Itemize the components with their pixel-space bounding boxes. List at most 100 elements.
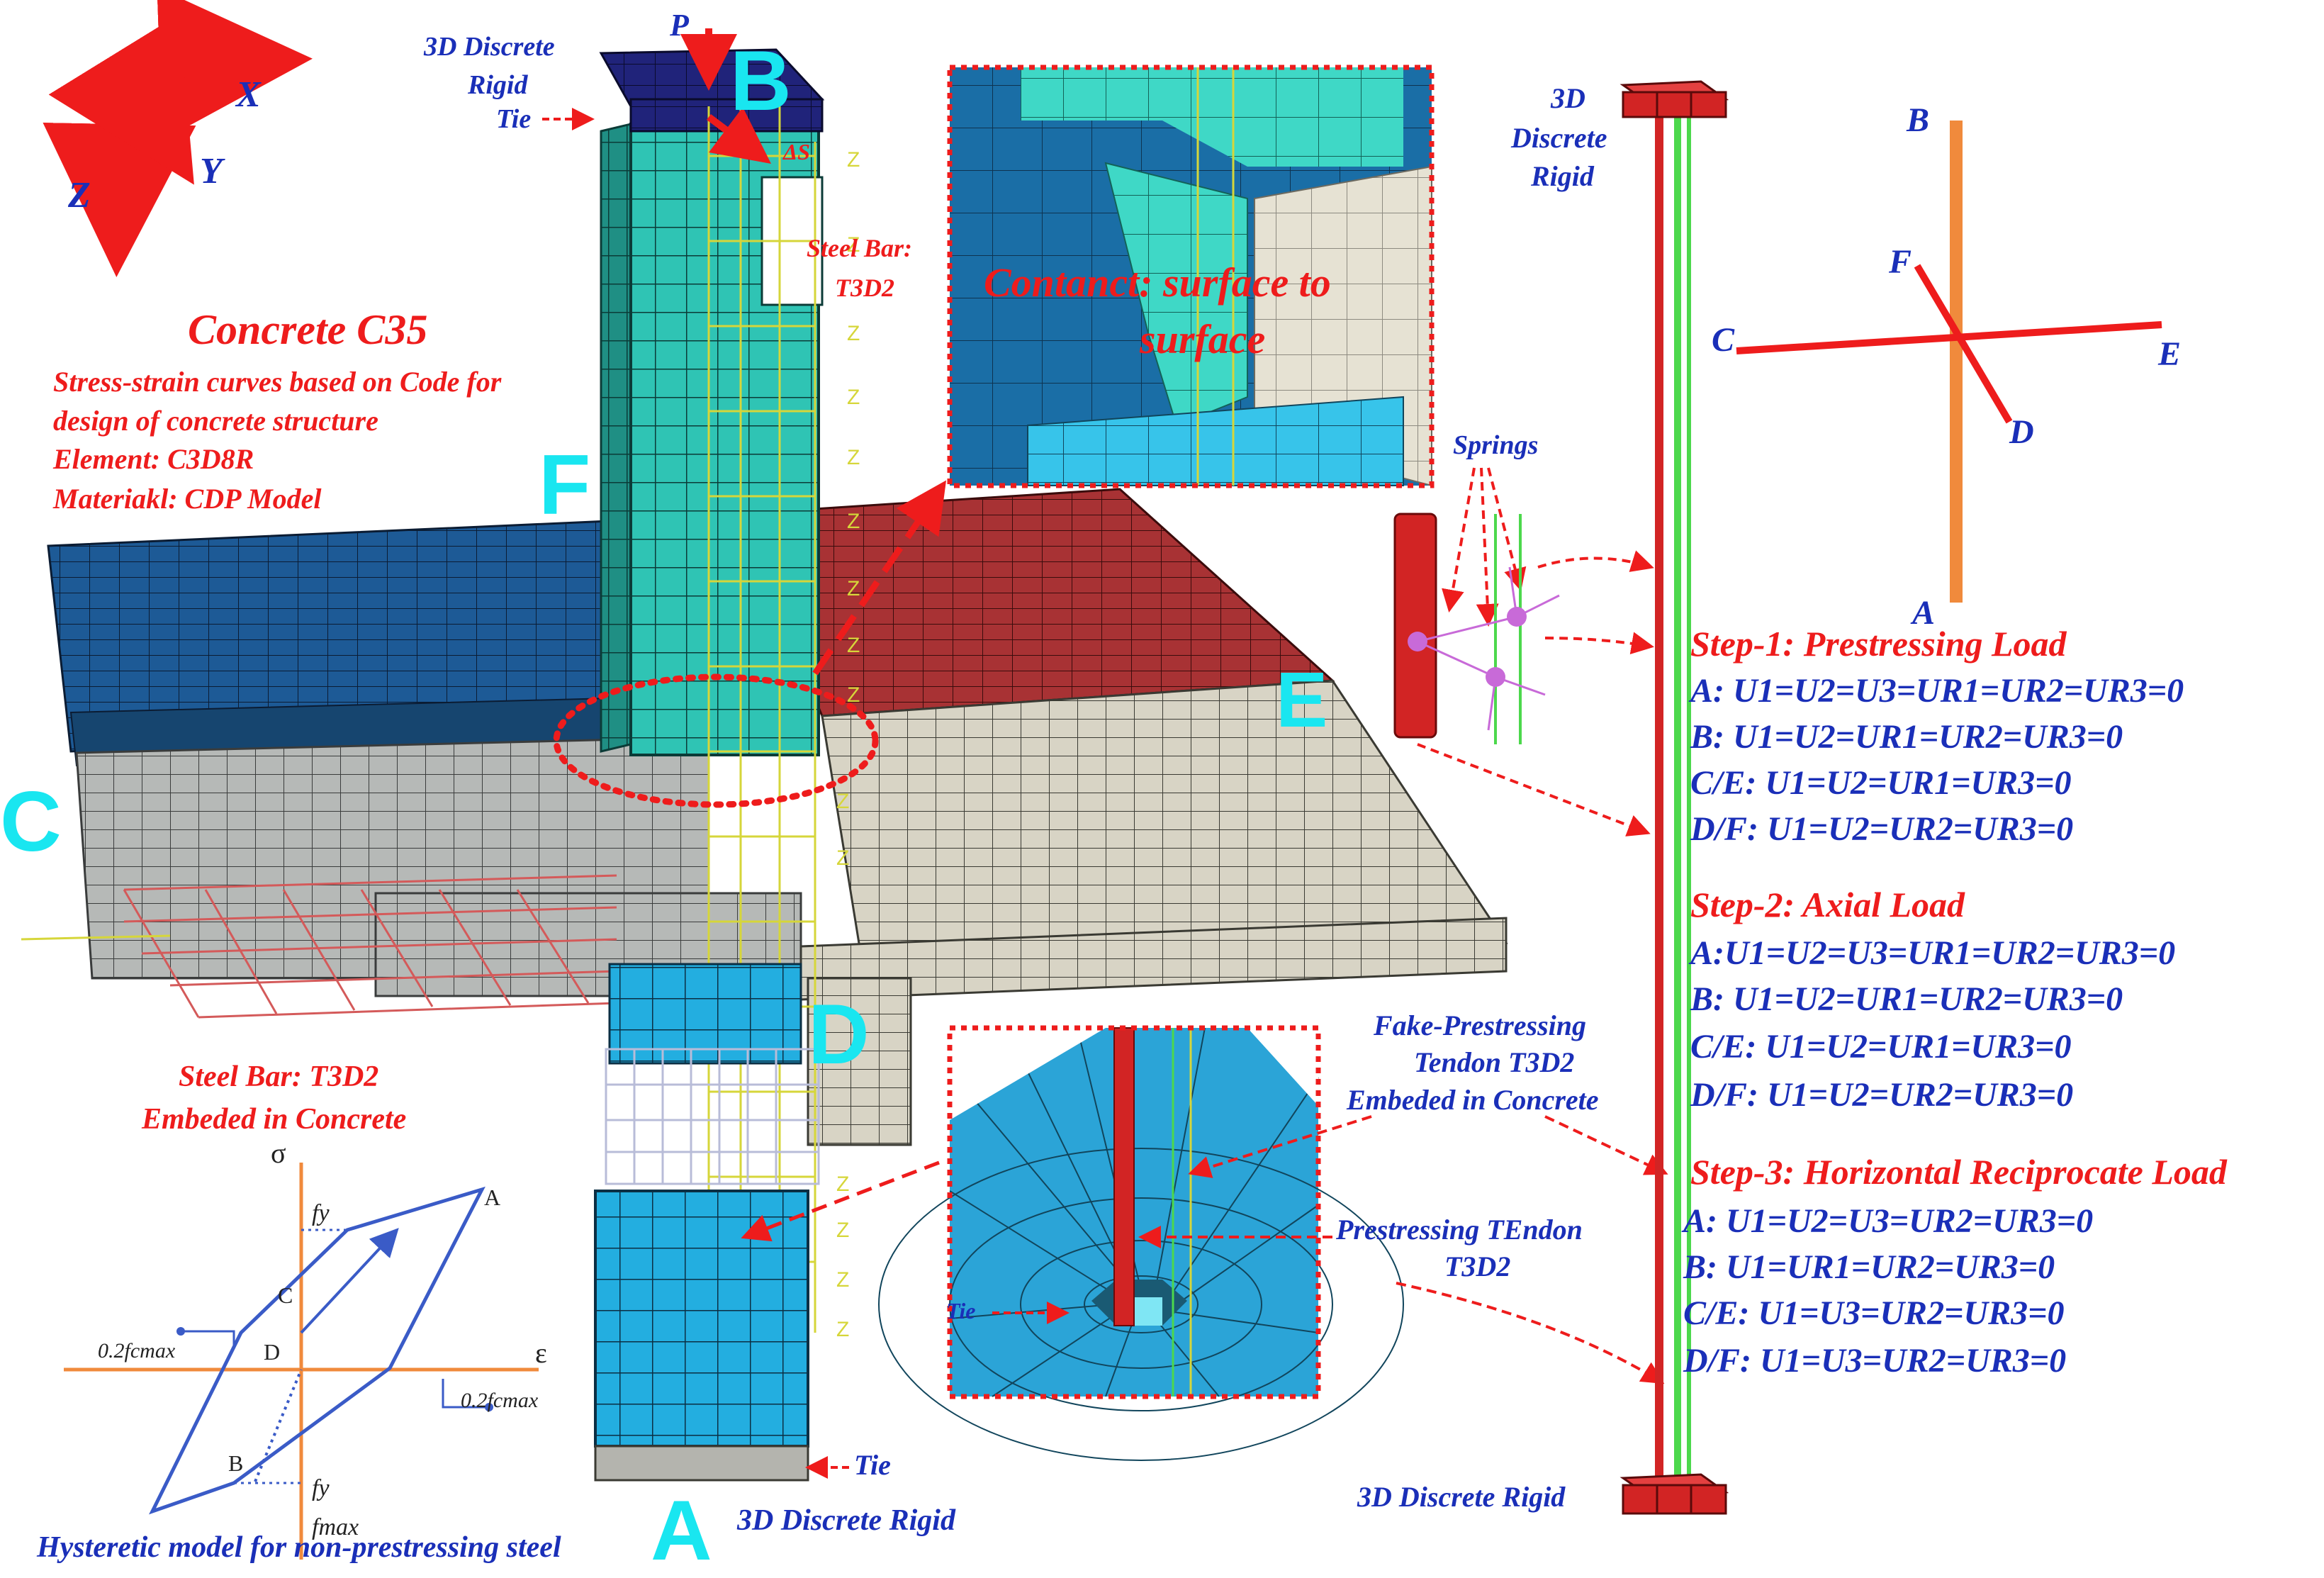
sigma-label: σ <box>271 1137 286 1169</box>
load-delta-label: ΔS <box>782 139 810 164</box>
unload-arrow <box>300 1228 399 1334</box>
beam-below-slab <box>807 977 912 1146</box>
cross-label-d: D <box>2009 413 2034 451</box>
svg-text:Z: Z <box>847 148 860 172</box>
step-2-line-4: D/F: U1=U2=UR2=UR3=0 <box>1690 1076 2073 1114</box>
rigid-right-label-2: Discrete <box>1510 122 1607 154</box>
svg-text:Z: Z <box>836 1173 849 1196</box>
step-2-line-1: A:U1=U2=U3=UR1=UR2=UR3=0 <box>1688 934 2175 972</box>
axes-triad: X Y Z <box>43 0 313 277</box>
fe-model: ZZZ ZZZ ZZZ ZZZ ZZZ <box>21 28 1508 1482</box>
material-line-1: Stress-strain curves based on Code for <box>53 366 502 398</box>
rigid-base <box>594 1445 809 1482</box>
contact-label-1: Contanct: surface to <box>984 259 1331 306</box>
rigid-right-bottom-label: 3D Discrete Rigid <box>1357 1481 1566 1513</box>
rigid-right-label-3: Rigid <box>1530 160 1595 192</box>
z-axis-label: Z <box>67 175 91 216</box>
cross-label-e: E <box>2157 335 2181 373</box>
upper-column-side <box>600 123 632 753</box>
rigid-block-bottom <box>1619 1473 1729 1515</box>
point-label-a: A <box>651 1483 712 1578</box>
svg-text:Z: Z <box>847 446 860 469</box>
contact-label-2: surface <box>1139 316 1265 362</box>
point-label-e: E <box>1276 656 1327 744</box>
tendon-zoom-arrow <box>741 1160 940 1242</box>
fake-tendon-label-1: Fake-Prestressing <box>1373 1009 1586 1041</box>
step-1-line-2: B: U1=U2=UR1=UR2=UR3=0 <box>1690 718 2123 756</box>
lower-annotations: Steel Bar: T3D2 Embeded in Concrete Fake… <box>141 430 1668 1537</box>
fy-bottom-label: fy <box>312 1475 330 1501</box>
rigid-right-label-1: 3D <box>1550 82 1585 114</box>
step-1-title: Step-1: Prestressing Load <box>1690 624 2067 664</box>
hyst-point-d: D <box>264 1339 280 1365</box>
left-02fc-label: 0.2fcmax <box>98 1339 176 1362</box>
tie-top-label: Tie <box>496 104 531 134</box>
rigid-top-label-1: 3D Discrete <box>423 32 555 62</box>
contact-zoom-view: Contanct: surface to surface <box>947 65 1435 488</box>
svg-text:Z: Z <box>847 577 860 600</box>
steel-bar-top-label-2: T3D2 <box>835 274 894 302</box>
spring-arrow-top <box>1537 550 1654 572</box>
load-p-label: P <box>669 8 690 43</box>
lower-column-front <box>594 1190 809 1448</box>
steel-bar-top-label-1: Steel Bar: <box>807 234 912 262</box>
x-axis-arrow <box>120 0 313 141</box>
spring-arrow-low <box>1417 743 1651 836</box>
tendon-zoom-frame <box>947 1025 1321 1399</box>
y-axis-arrow <box>48 14 194 185</box>
point-label-f: F <box>539 437 590 532</box>
spring-detail <box>1393 513 1654 836</box>
svg-text:Z: Z <box>836 1219 849 1242</box>
material-line-4: Materiakl: CDP Model <box>52 483 322 515</box>
line-model-column: 3D Discrete Rigid 3D Discrete Rigid <box>1357 80 1729 1515</box>
slab-bar-label-1: Steel Bar: T3D2 <box>179 1061 378 1093</box>
right-02fc-label: 0.2fcmax <box>461 1389 539 1412</box>
point-label-c: C <box>0 774 62 869</box>
springs-arrow-1 <box>1442 467 1476 612</box>
rigid-top-label-2: Rigid <box>467 70 528 100</box>
fake-tendon-label-2: Tendon T3D2 <box>1414 1046 1574 1078</box>
model-point-labels: B F E C D A <box>0 33 1327 1578</box>
material-description: Concrete C35 Stress-strain curves based … <box>52 306 502 515</box>
z-axis-arrow <box>43 65 196 277</box>
cross-label-c: C <box>1712 321 1735 359</box>
displacement-arrow <box>707 107 771 164</box>
cross-label-b: B <box>1906 101 1929 139</box>
joint-zoom-arrow <box>812 480 947 676</box>
step-3-title: Step-3: Horizontal Reciprocate Load <box>1690 1152 2228 1192</box>
tendon-label-2: T3D2 <box>1444 1250 1510 1282</box>
step-1-line-3: C/E: U1=U2=UR1=UR3=0 <box>1690 764 2071 802</box>
slab-back-right <box>735 488 1335 717</box>
rebar-z-markers: ZZZ ZZZ ZZZ ZZZ ZZZ <box>836 148 860 1341</box>
svg-text:Z: Z <box>847 322 860 345</box>
step-2-line-2: B: U1=U2=UR1=UR2=UR3=0 <box>1690 980 2123 1018</box>
slab-rebar-grid <box>21 874 617 1019</box>
y-axis-label: Y <box>200 151 225 191</box>
fy-top-label: fy <box>312 1200 330 1226</box>
tie-bottom-label: Tie <box>854 1449 891 1481</box>
cross-label-a: A <box>1910 594 1935 632</box>
point-label-b: B <box>730 33 792 128</box>
hyst-point-a: A <box>484 1185 500 1210</box>
lower-column-cage <box>605 1048 820 1185</box>
tendon-zoom-view: Tie <box>878 1025 1404 1461</box>
slab-bar-label-2: Embeded in Concrete <box>141 1103 406 1136</box>
lower-column-upper <box>608 963 802 1065</box>
epsilon-label: ε <box>535 1337 547 1369</box>
svg-text:Z: Z <box>836 1318 849 1341</box>
hyst-point-c: C <box>278 1282 293 1308</box>
horizontal-member-fd <box>1914 264 2013 424</box>
tie-zoom-label: Tie <box>946 1298 975 1324</box>
spring-arrow-mid <box>1544 632 1654 655</box>
material-title: Concrete C35 <box>188 306 427 353</box>
fake-tendon-arrow-left <box>1188 1115 1372 1178</box>
horizontal-member-ce <box>1736 321 2162 354</box>
step-1-line-1: A: U1=U2=U3=UR1=UR2=UR3=0 <box>1688 672 2184 710</box>
springs-arrow-2 <box>1476 467 1499 627</box>
boundary-conditions: Step-1: Prestressing Load A: U1=U2=U3=UR… <box>1681 624 2228 1380</box>
svg-text:Z: Z <box>836 846 849 870</box>
svg-text:Z: Z <box>847 510 860 533</box>
hyst-point-b: B <box>228 1450 243 1476</box>
svg-text:Z: Z <box>847 233 860 257</box>
